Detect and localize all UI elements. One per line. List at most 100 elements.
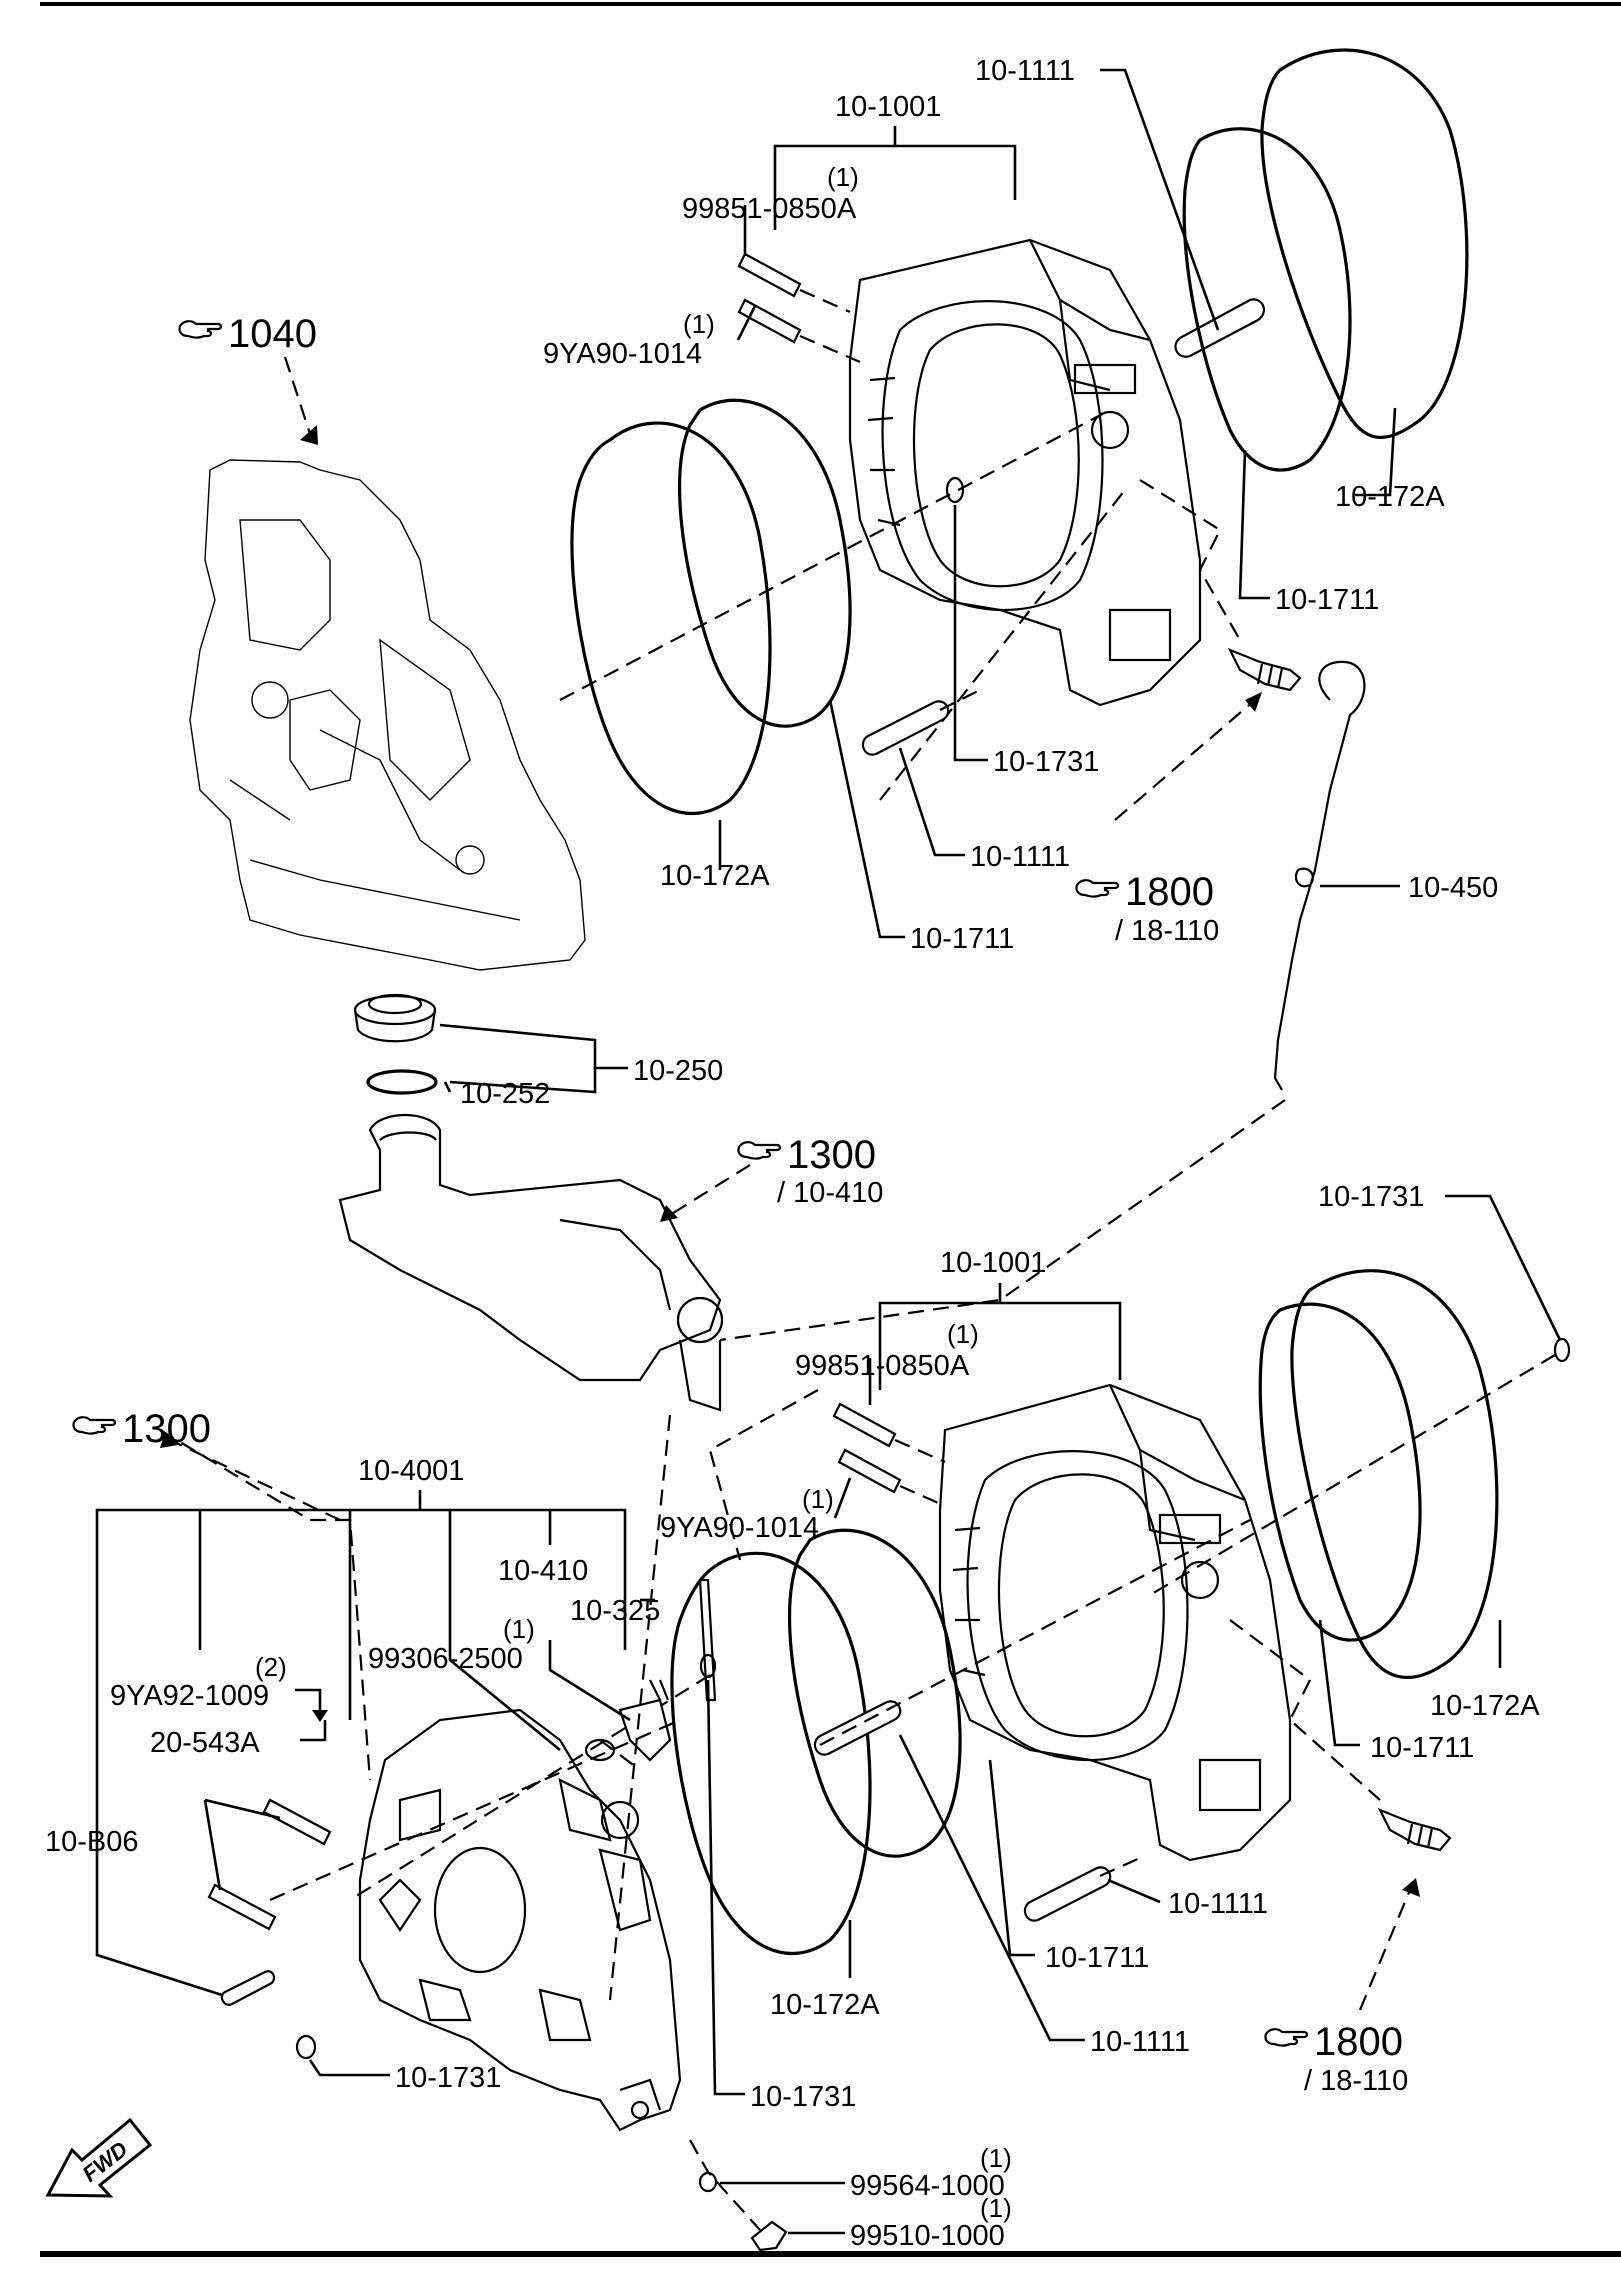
stud-20-543a-b	[207, 1883, 277, 1931]
guide-line	[689, 2139, 761, 2231]
ref-number: 1300	[787, 1133, 876, 1177]
label-9ya90-1014[interactable]: 9YA90-1014	[543, 338, 702, 370]
label-10-1731[interactable]: 10-1731	[750, 2081, 856, 2113]
oring-10-1711-tr	[1182, 127, 1352, 472]
pointing-hand-icon	[737, 1141, 782, 1160]
label-99851-0850a[interactable]: 99851-0850A	[795, 1350, 970, 1382]
label-20-543a[interactable]: 20-543A	[150, 1727, 260, 1759]
label-99851-0850a[interactable]: 99851-0850A	[682, 193, 857, 225]
dipstick-10-450	[1273, 660, 1366, 1091]
label-10-1711[interactable]: 10-1711	[1370, 1732, 1474, 1764]
label-10-325[interactable]: 10-325	[570, 1595, 660, 1627]
label-10-172a[interactable]: 10-172A	[770, 1989, 880, 2021]
guide-line	[349, 1674, 711, 1901]
arrow-to-1800-top	[1114, 699, 1256, 821]
label-qty: (1)	[683, 309, 715, 339]
label-10-1001[interactable]: 10-1001	[940, 1247, 1046, 1279]
arrowhead	[1402, 1878, 1420, 1897]
oring-10-172a-bm	[670, 1551, 872, 1956]
pointing-hand-icon	[1075, 879, 1120, 898]
guide-line	[159, 1429, 372, 1781]
label-qty: (1)	[802, 1484, 834, 1514]
label-10-450[interactable]: 10-450	[1408, 872, 1498, 904]
label-10-410[interactable]: 10-410	[498, 1555, 588, 1587]
ref-sub: / 10-410	[777, 1177, 883, 1209]
guide-line	[819, 1519, 1251, 1746]
dowel-10-1111-top	[1174, 298, 1266, 358]
label-10-1731[interactable]: 10-1731	[1318, 1181, 1424, 1213]
oil-filler-pipe	[338, 1113, 724, 1412]
dowel-10-1111-bm	[813, 1700, 902, 1756]
guide-line	[269, 1718, 681, 1902]
label-qty: (2)	[255, 1652, 287, 1682]
guide-line	[599, 1739, 641, 1771]
guide-line	[608, 1414, 672, 2001]
fwd-arrow-icon: FWD	[45, 2117, 153, 2198]
engine-block-ghost	[189, 459, 586, 971]
oring-10-1711-mid	[678, 398, 852, 728]
label-qty: (1)	[980, 2143, 1012, 2173]
label-qty: (1)	[503, 1614, 535, 1644]
arrow-to-1040	[283, 356, 314, 441]
label-10-172a[interactable]: 10-172A	[1430, 1690, 1540, 1722]
label-99306-2500[interactable]: 99306-2500	[368, 1643, 523, 1675]
oring-10-172a-br	[1258, 1302, 1422, 1642]
pointing-hand-icon	[1264, 2028, 1309, 2047]
arrowhead	[660, 1205, 678, 1222]
label-10-172a[interactable]: 10-172A	[660, 860, 770, 892]
seal-10-1731-bl	[295, 2034, 317, 2060]
label-10-1711[interactable]: 10-1711	[1275, 584, 1379, 616]
washer-99564-1000	[698, 2171, 718, 2193]
label-10-1111[interactable]: 10-1111	[975, 55, 1075, 87]
dowel-10-1111-mid	[861, 689, 981, 756]
label-10-1731[interactable]: 10-1731	[395, 2062, 501, 2094]
tube-10-325	[698, 1578, 717, 1702]
label-10-1731[interactable]: 10-1731	[993, 746, 1099, 778]
ref-1800-bottom[interactable]: 1800 / 18-110	[1264, 2020, 1408, 2097]
label-9ya92-1009[interactable]: 9YA92-1009	[110, 1680, 269, 1712]
label-9ya90-1014[interactable]: 9YA90-1014	[660, 1512, 819, 1544]
arrow-to-1800-bot	[1358, 1889, 1412, 2011]
dowel-10-b06	[220, 1970, 276, 2006]
oring-10-1711-br	[1290, 1269, 1499, 1679]
label-10-252[interactable]: 10-252	[460, 1078, 550, 1110]
ref-1800-top[interactable]: 1800 / 18-110	[1075, 870, 1219, 947]
dowel-10-1111-br	[1023, 1856, 1141, 1922]
label-10-1111[interactable]: 10-1111	[970, 841, 1070, 873]
ref-number: 1300	[122, 1407, 211, 1451]
stud-9ya90-bottom	[837, 1448, 946, 1508]
oring-10-172a-tr	[1260, 48, 1469, 439]
ref-number: 1800	[1125, 870, 1214, 914]
label-10-1001[interactable]: 10-1001	[835, 91, 941, 123]
oring-10-172a-left	[570, 421, 772, 816]
label-qty: (1)	[947, 1319, 979, 1349]
guide-line	[559, 409, 1111, 701]
label-10-4001[interactable]: 10-4001	[358, 1455, 464, 1487]
oil-pump-fitting-10-410	[618, 1679, 672, 1762]
label-99510-1000[interactable]: 99510-1000	[850, 2220, 1005, 2252]
label-10-1711[interactable]: 10-1711	[910, 923, 1014, 955]
ref-1300-mid[interactable]: 1300 / 10-410	[737, 1133, 883, 1209]
stud-99851-bottom	[832, 1402, 946, 1464]
rotor-housing-top	[848, 238, 1202, 707]
label-10-172a[interactable]: 10-172A	[1335, 481, 1445, 513]
pointing-hand-icon	[178, 320, 223, 339]
arrowhead	[300, 425, 318, 445]
guide-line	[1149, 1354, 1556, 1596]
ref-1040[interactable]: 1040	[178, 312, 317, 356]
label-10-b06[interactable]: 10-B06	[45, 1826, 139, 1858]
sensor-bottom	[1229, 1619, 1452, 1852]
label-10-250[interactable]: 10-250	[633, 1055, 723, 1087]
ref-number: 1800	[1314, 2020, 1403, 2064]
rotor-housing-bottom	[938, 1383, 1292, 1862]
pointing-hand-icon	[72, 1416, 117, 1435]
label-10-1111[interactable]: 10-1111	[1090, 2026, 1190, 2058]
arrowhead	[1245, 692, 1262, 712]
stud-99851-top	[737, 252, 851, 314]
ref-1300-left[interactable]: 1300	[72, 1407, 211, 1451]
label-10-1111[interactable]: 10-1111	[1168, 1888, 1268, 1920]
label-10-1711[interactable]: 10-1711	[1045, 1942, 1149, 1974]
label-99564-1000[interactable]: 99564-1000	[850, 2170, 1005, 2202]
ref-sub: / 18-110	[1115, 915, 1219, 947]
